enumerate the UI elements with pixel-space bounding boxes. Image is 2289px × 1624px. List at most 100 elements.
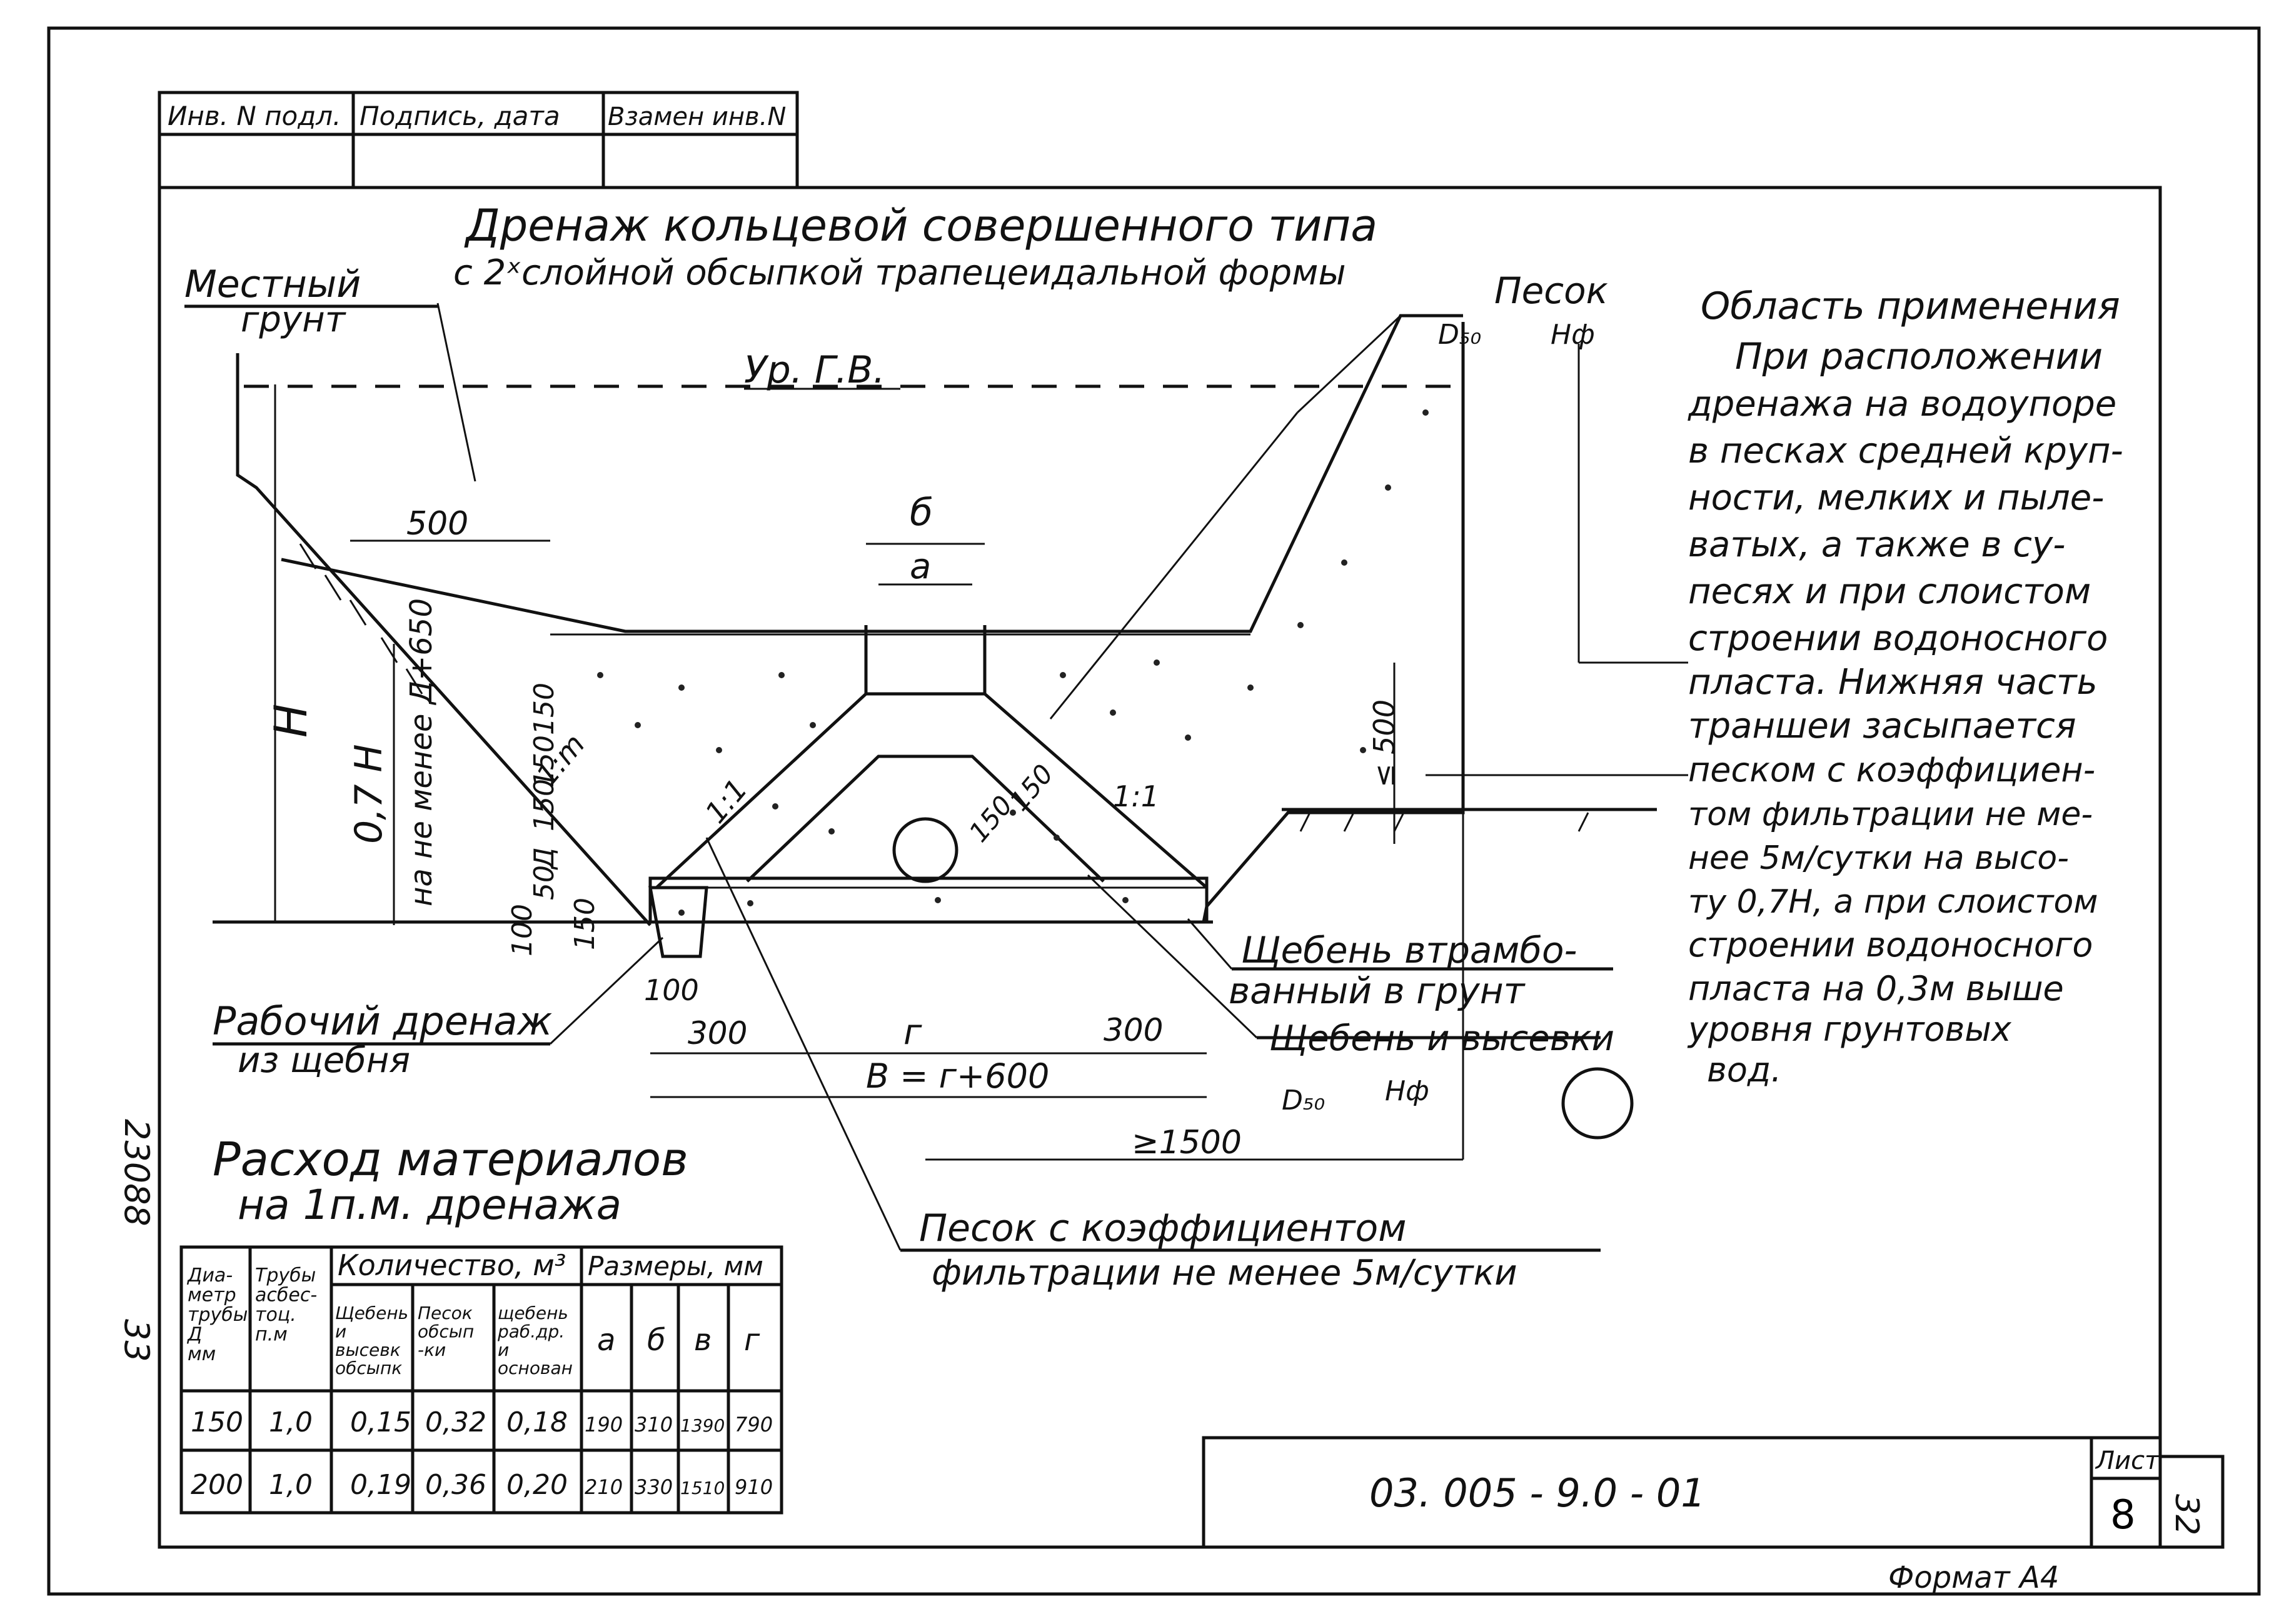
dim-g: г bbox=[903, 1012, 922, 1053]
table-row-2-a: 210 bbox=[585, 1475, 623, 1499]
scope-line-13: ту 0,7Н, а при слоистом bbox=[1688, 883, 2098, 921]
doc-page-small: 33 bbox=[117, 1319, 156, 1362]
dim-500: 500 bbox=[406, 505, 468, 543]
work-drain-base bbox=[648, 876, 1209, 924]
label-sand-coef-2: фильтрации не менее 5м/сутки bbox=[932, 1253, 1517, 1293]
title-block: 03. 005 - 9.0 - 01 Лист 8 Формат А4 bbox=[1202, 1436, 2162, 1595]
scope-line-5: ватых, а также в су- bbox=[1688, 524, 2065, 565]
scope-line-16: уровня грунтовых bbox=[1687, 1010, 2012, 1049]
sub-b: б bbox=[647, 1323, 666, 1358]
table-row-1-crushed: 0,15 bbox=[350, 1406, 411, 1438]
stamp-col-replace: Взамен инв.N bbox=[608, 103, 786, 131]
dim-1500: ≥1500 bbox=[1132, 1124, 1242, 1161]
dim-50: 50 bbox=[528, 865, 560, 900]
leader-crushed-rammed bbox=[1187, 918, 1233, 970]
hdr-qty: Количество, м³ bbox=[338, 1248, 566, 1282]
scope-line-7: строении водоносного bbox=[1688, 618, 2108, 659]
label-crushed-rammed-1: Щебень втрамбо- bbox=[1241, 929, 1577, 971]
slope-1-1-right: 1:1 bbox=[1113, 779, 1159, 813]
label-sand: Песок bbox=[1494, 269, 1608, 312]
trench-section: Ур. Г.В. bbox=[184, 263, 1688, 1293]
format-label: Формат А4 bbox=[1888, 1560, 2059, 1595]
dim-300-left: 300 bbox=[688, 1015, 747, 1051]
dim-le-500: ≤ 500 bbox=[1367, 699, 1401, 788]
label-d50-bottom: D₅₀ bbox=[1282, 1085, 1325, 1116]
table-row-1-sand: 0,32 bbox=[425, 1406, 486, 1438]
leader-sand-coef bbox=[705, 837, 902, 1251]
scope-line-3: в песках средней круп- bbox=[1688, 431, 2123, 471]
table-row-2-v: 1510 bbox=[680, 1478, 725, 1498]
sand-fill-boundary bbox=[281, 314, 1463, 633]
inner-frame bbox=[158, 186, 2162, 1549]
dim-100-bottom: 100 bbox=[644, 973, 699, 1007]
leader-crushed-screen bbox=[1087, 874, 1258, 1039]
label-local-soil-1: Местный bbox=[184, 263, 361, 306]
scope-line-14: строении водоносного bbox=[1688, 925, 2093, 965]
label-sand-coef-1: Песок с коэффициентом bbox=[919, 1206, 1406, 1250]
scope-line-4: ности, мелких и пыле- bbox=[1688, 478, 2104, 518]
outer-filter-trapezoid bbox=[655, 692, 1208, 889]
dim-150-150: 150150 bbox=[528, 683, 560, 788]
label-work-drain-2: из щебня bbox=[238, 1040, 410, 1081]
water-level-label: Ур. Г.В. bbox=[744, 348, 885, 392]
leader-work-drain bbox=[549, 936, 664, 1045]
sub-a: а bbox=[597, 1323, 615, 1358]
drain-pipe bbox=[892, 817, 958, 883]
dim-300-right: 300 bbox=[1104, 1012, 1163, 1048]
scope-line-12: нее 5м/сутки на высо- bbox=[1688, 840, 2069, 877]
label-hf-bottom: Hф bbox=[1385, 1075, 1429, 1107]
slope-1-1-left: 1:1 bbox=[698, 773, 754, 830]
sand-texture bbox=[597, 409, 1429, 916]
scope-line-15: пласта на 0,3м выше bbox=[1688, 969, 2064, 1008]
table-row-1-v: 1390 bbox=[680, 1415, 725, 1436]
dim-D: Д bbox=[528, 848, 560, 870]
scope-heading: Область применения bbox=[1701, 284, 2120, 328]
scope-line-2: дренажа на водоупоре bbox=[1688, 384, 2116, 424]
dim-150-a: 150 bbox=[528, 779, 560, 831]
dim-150-b: 150 bbox=[569, 898, 601, 950]
scope-line-8: пласта. Нижняя часть bbox=[1688, 662, 2098, 703]
scope-line-1: При расположении bbox=[1735, 335, 2103, 378]
table-row-1-work: 0,18 bbox=[506, 1406, 568, 1438]
dim-b: б bbox=[910, 491, 933, 534]
table-row-2-b: 330 bbox=[635, 1475, 673, 1499]
label-work-drain-1: Рабочий дренаж bbox=[213, 998, 552, 1044]
leader-local-soil bbox=[436, 303, 476, 482]
stamp-col-sign: Подпись, дата bbox=[360, 101, 560, 131]
dim-100: 100 bbox=[506, 904, 538, 956]
scope-line-17: вод. bbox=[1707, 1050, 1781, 1090]
doc-code: 03. 005 - 9.0 - 01 bbox=[1369, 1470, 1706, 1516]
scope-line-9: траншеи засыпается bbox=[1688, 706, 2076, 746]
table-row-2-diam: 200 bbox=[191, 1469, 243, 1501]
sheet-number: 8 bbox=[2110, 1492, 2136, 1538]
label-crushed-screen: Щебень и высевки bbox=[1269, 1018, 1614, 1059]
label-d50-top: D₅₀ bbox=[1438, 319, 1481, 351]
scope-text: Область применения При расположении дрен… bbox=[1687, 284, 2123, 1090]
table-row-2-g: 910 bbox=[735, 1475, 773, 1499]
dim-H: H bbox=[264, 704, 317, 738]
table-row-1-diam: 150 bbox=[191, 1406, 243, 1438]
table-row-2-crushed: 0,19 bbox=[350, 1469, 411, 1501]
table-row-1-a: 190 bbox=[585, 1413, 623, 1436]
diagram-title-line1: Дренаж кольцевой совершенного типа bbox=[464, 200, 1377, 251]
materials-heading-1: Расход материалов bbox=[213, 1133, 688, 1186]
stamp-table: Инв. N подл. Подпись, дата Взамен инв.N bbox=[158, 91, 799, 189]
materials-heading-2: на 1п.м. дренажа bbox=[238, 1181, 621, 1229]
scope-line-6: песях и при слоистом bbox=[1688, 571, 2091, 612]
side-numbers: 23088 33 bbox=[117, 1119, 156, 1362]
pipe-symbol bbox=[1561, 1067, 1634, 1140]
materials-section: Расход материалов на 1п.м. дренажа Диа-м… bbox=[179, 1133, 783, 1515]
scope-line-11: том фильтрации не ме- bbox=[1688, 796, 2093, 833]
sub-g: г bbox=[744, 1323, 760, 1358]
work-drain-pocket bbox=[648, 886, 708, 958]
page-number-box bbox=[2160, 1455, 2225, 1549]
label-local-soil-2: грунт bbox=[241, 299, 346, 340]
label-crushed-rammed-2: ванный в грунт bbox=[1229, 970, 1526, 1012]
table-row-1-pipes: 1,0 bbox=[269, 1406, 313, 1438]
